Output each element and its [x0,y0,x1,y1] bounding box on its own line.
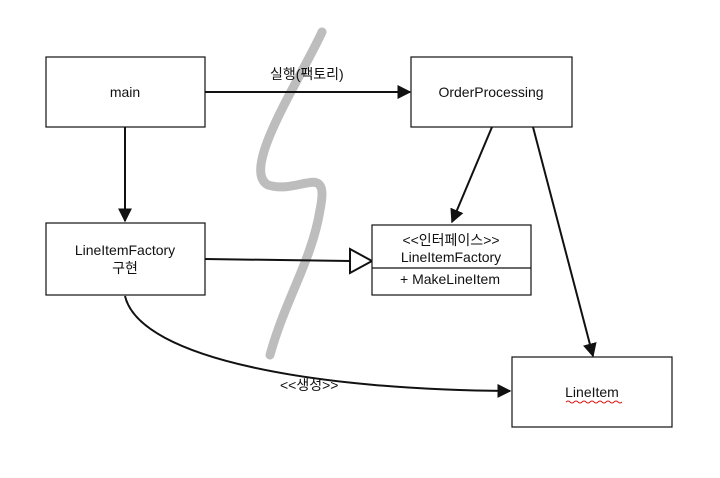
interface-stereotype: <<인터페이스>> [402,232,499,248]
node-lineitem [511,356,673,428]
edge-label-execute-factory: 실행(팩토리) [270,66,344,82]
interface-method: + MakeLineItem [400,271,500,287]
interface-name: LineItemFactory [401,249,501,265]
node-orderprocessing-label: OrderProcessing [438,84,543,100]
node-main [45,56,206,128]
node-lineitemfactory-impl-line2: 구현 [112,260,138,276]
node-lineitemfactory-interface [371,224,532,296]
edge-label-create: <<생성>> [280,377,338,393]
node-lineitem-label: LineItem [565,384,619,400]
node-lineitemfactory-impl [45,222,206,296]
edge-orderprocessing-to-interface [450,126,493,224]
spellcheck-underline [565,400,623,404]
node-main-label: main [110,84,140,100]
edge-orderprocessing-to-lineitem [532,126,597,358]
node-lineitemfactory-impl-line1: LineItemFactory [75,242,175,258]
realization-arrowhead [349,247,375,275]
edge-impl-realizes-interface [204,258,351,262]
edge-impl-creates-lineitem [124,295,512,398]
node-orderprocessing [410,56,573,128]
boundary-separator [256,27,327,360]
